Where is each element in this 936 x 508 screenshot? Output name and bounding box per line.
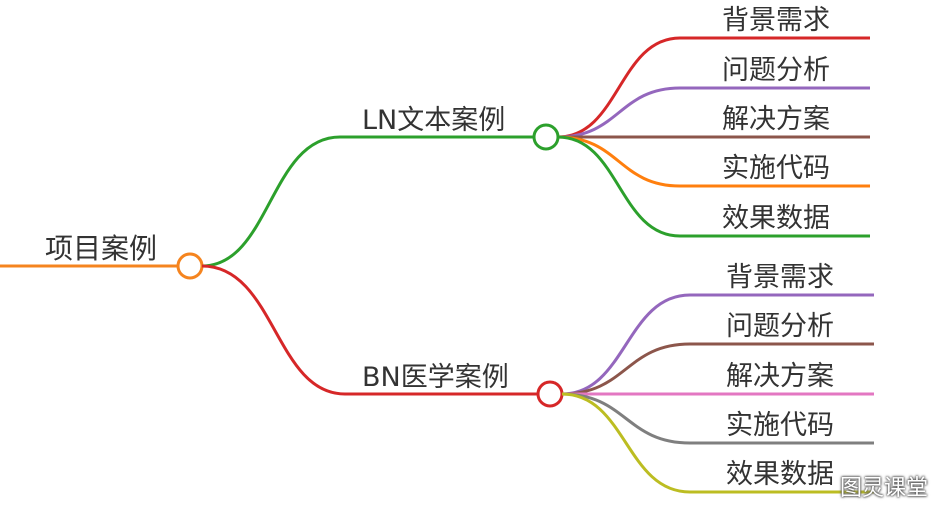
branch-1-leaf-4-label[interactable]: 实施代码 xyxy=(722,153,830,184)
branch-1-leaf-5-label[interactable]: 效果数据 xyxy=(722,203,830,234)
branch-1-leaf-2-label[interactable]: 问题分析 xyxy=(722,55,830,86)
root-label: 项目案例 xyxy=(45,232,157,265)
branch-2-leaf-3-label[interactable]: 解决方案 xyxy=(726,361,834,392)
branch-1-leaf-1-label[interactable]: 背景需求 xyxy=(722,5,830,36)
branch-2-leaf-1-connector xyxy=(561,293,874,396)
branch-2-leaf-5-label[interactable]: 效果数据 xyxy=(726,459,834,490)
branch-1-label: LN文本案例 xyxy=(362,105,505,136)
branch-1-leaf-5-connector xyxy=(557,135,870,238)
branch-1-leaf-2-connector xyxy=(557,86,870,139)
root-node[interactable] xyxy=(176,252,204,280)
branch-1-leaf-3-label[interactable]: 解决方案 xyxy=(722,104,830,135)
branch-1-leaf-1-connector xyxy=(557,36,870,139)
branch-2-leaf-4-label[interactable]: 实施代码 xyxy=(726,410,834,441)
branch-1-node[interactable] xyxy=(532,123,560,151)
branch-2-leaf-2-label[interactable]: 问题分析 xyxy=(726,311,834,342)
branch-2-connector xyxy=(201,264,538,396)
branch-1-leaf-4-connector xyxy=(557,135,870,188)
branch-2-leaf-2-connector xyxy=(561,342,874,396)
branch-1-connector xyxy=(201,135,534,268)
branch-2-label: BN医学案例 xyxy=(362,362,509,393)
watermark-text: 图灵课堂 xyxy=(839,476,928,501)
branch-2-leaf-1-label[interactable]: 背景需求 xyxy=(726,262,834,293)
branch-2-leaf-5-connector xyxy=(561,392,874,494)
branch-2-leaf-4-connector xyxy=(561,392,874,445)
branch-2-node[interactable] xyxy=(536,380,564,408)
